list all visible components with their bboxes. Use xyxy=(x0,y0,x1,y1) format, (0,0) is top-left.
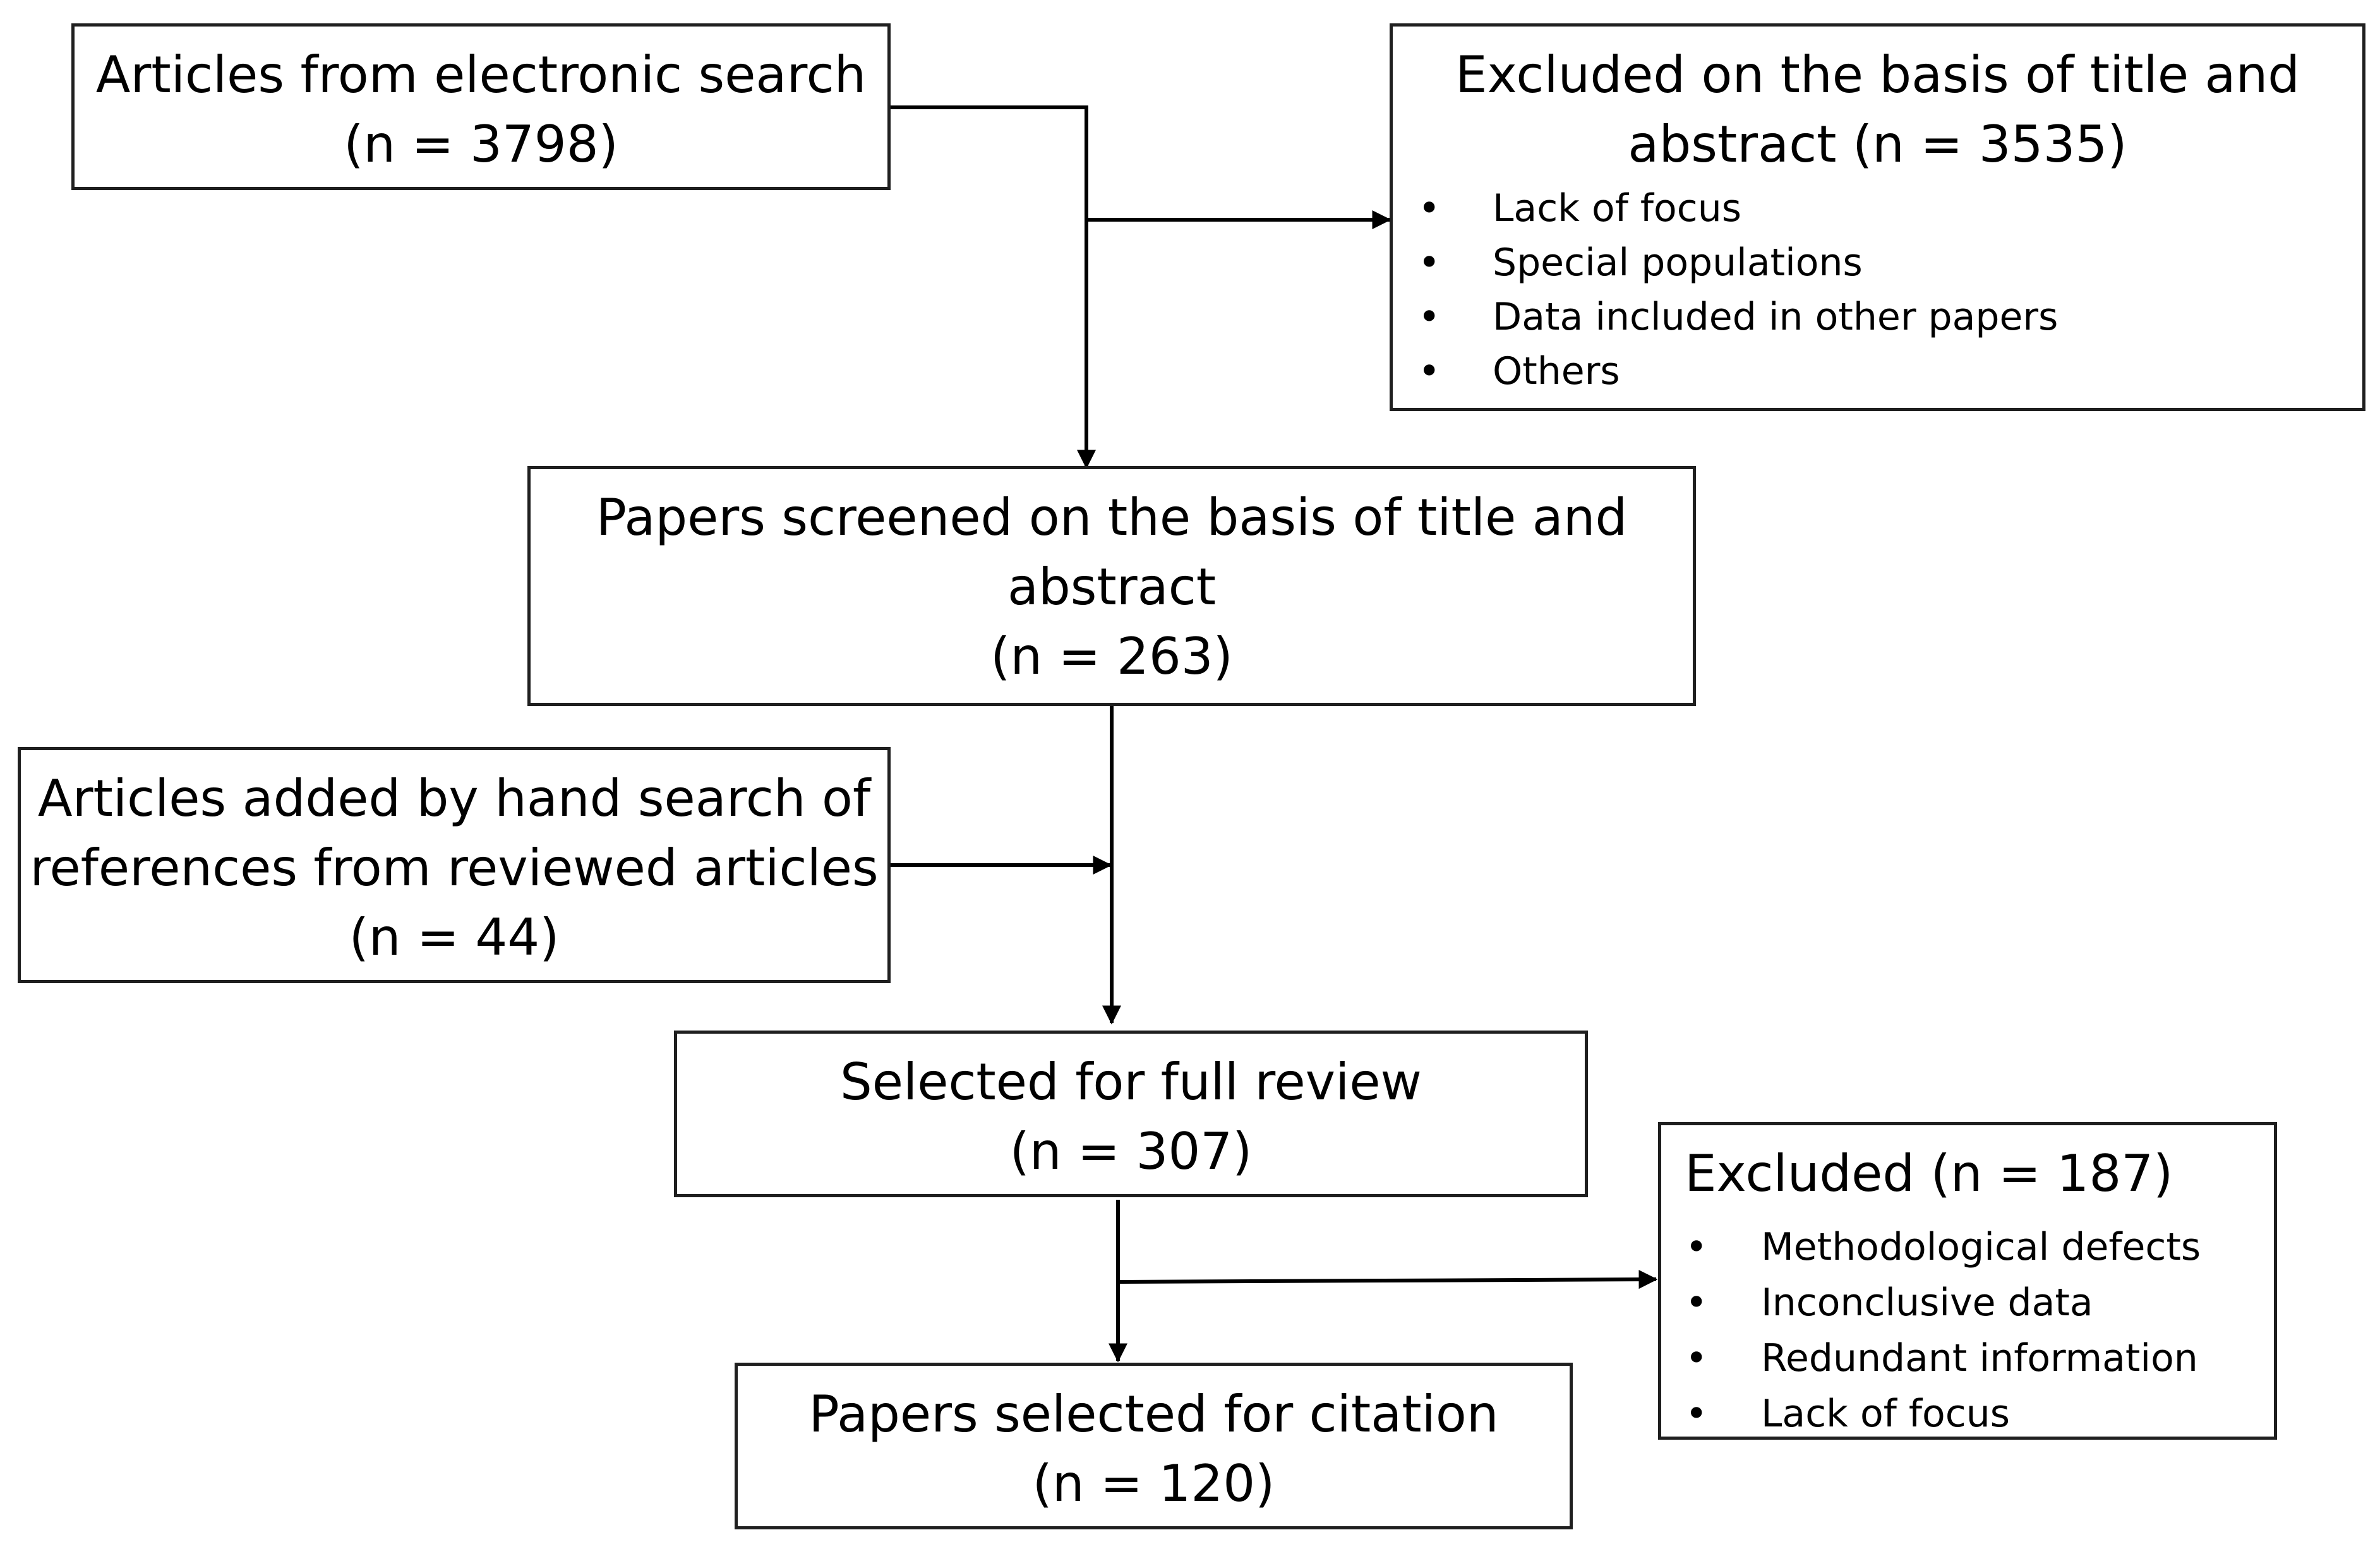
list-item: • Others xyxy=(1418,344,2302,398)
citation-count: (n = 120) xyxy=(1032,1454,1275,1513)
hand-search-label-line2: references from reviewed articles xyxy=(30,839,879,897)
list-item: • Data included in other papers xyxy=(1418,290,2302,344)
connector-electronic-to-screened xyxy=(891,105,1096,469)
box-excluded-title-abstract: Excluded on the basis of title and abstr… xyxy=(1390,23,2365,411)
list-item: • Lack of focus xyxy=(1685,1387,2254,1442)
list-item: • Special populations xyxy=(1418,236,2302,290)
bullet-icon: • xyxy=(1418,241,1441,285)
connector-to-excluded-full xyxy=(1117,1270,1658,1289)
box-papers-selected-citation: Papers selected for citation (n = 120) xyxy=(735,1363,1573,1529)
electronic-search-label: Articles from electronic search xyxy=(95,45,867,104)
bullet-icon: • xyxy=(1685,1392,1708,1436)
citation-label: Papers selected for citation xyxy=(808,1385,1499,1443)
excluded-title-abstract-heading: Excluded on the basis of title and xyxy=(1455,45,2300,104)
full-review-count: (n = 307) xyxy=(1009,1122,1253,1181)
box-excluded-full-review: Excluded (n = 187) • Methodological defe… xyxy=(1658,1122,2277,1440)
full-review-label: Selected for full review xyxy=(840,1053,1422,1111)
list-item: • Methodological defects xyxy=(1685,1220,2254,1276)
bullet-icon: • xyxy=(1685,1281,1708,1325)
list-item: • Redundant information xyxy=(1685,1331,2254,1387)
papers-screened-label-line2: abstract xyxy=(1007,558,1217,616)
bullet-icon: • xyxy=(1685,1225,1708,1269)
papers-screened-label-line1: Papers screened on the basis of title an… xyxy=(596,488,1628,547)
box-full-review: Selected for full review (n = 307) xyxy=(674,1031,1588,1197)
bullet-icon: • xyxy=(1685,1336,1708,1380)
electronic-search-count: (n = 3798) xyxy=(344,115,618,174)
box-papers-screened: Papers screened on the basis of title an… xyxy=(527,466,1696,706)
list-item: • Lack of focus xyxy=(1418,181,2302,236)
bullet-icon: • xyxy=(1418,295,1441,339)
papers-screened-count: (n = 263) xyxy=(990,627,1233,686)
hand-search-label-line1: Articles added by hand search of xyxy=(37,769,871,828)
hand-search-count: (n = 44) xyxy=(349,908,560,967)
excluded-full-review-heading: Excluded (n = 187) xyxy=(1685,1144,2173,1203)
excluded-full-review-reasons: • Methodological defects • Inconclusive … xyxy=(1685,1220,2254,1442)
excluded-title-abstract-count: abstract (n = 3535) xyxy=(1628,115,2127,174)
bullet-icon: • xyxy=(1418,186,1441,230)
box-hand-search: Articles added by hand search of referen… xyxy=(18,747,891,983)
excluded-title-abstract-reasons: • Lack of focus • Special populations • … xyxy=(1418,181,2302,398)
box-electronic-search: Articles from electronic search (n = 379… xyxy=(71,23,891,190)
list-item: • Inconclusive data xyxy=(1685,1276,2254,1331)
bullet-icon: • xyxy=(1418,349,1441,393)
